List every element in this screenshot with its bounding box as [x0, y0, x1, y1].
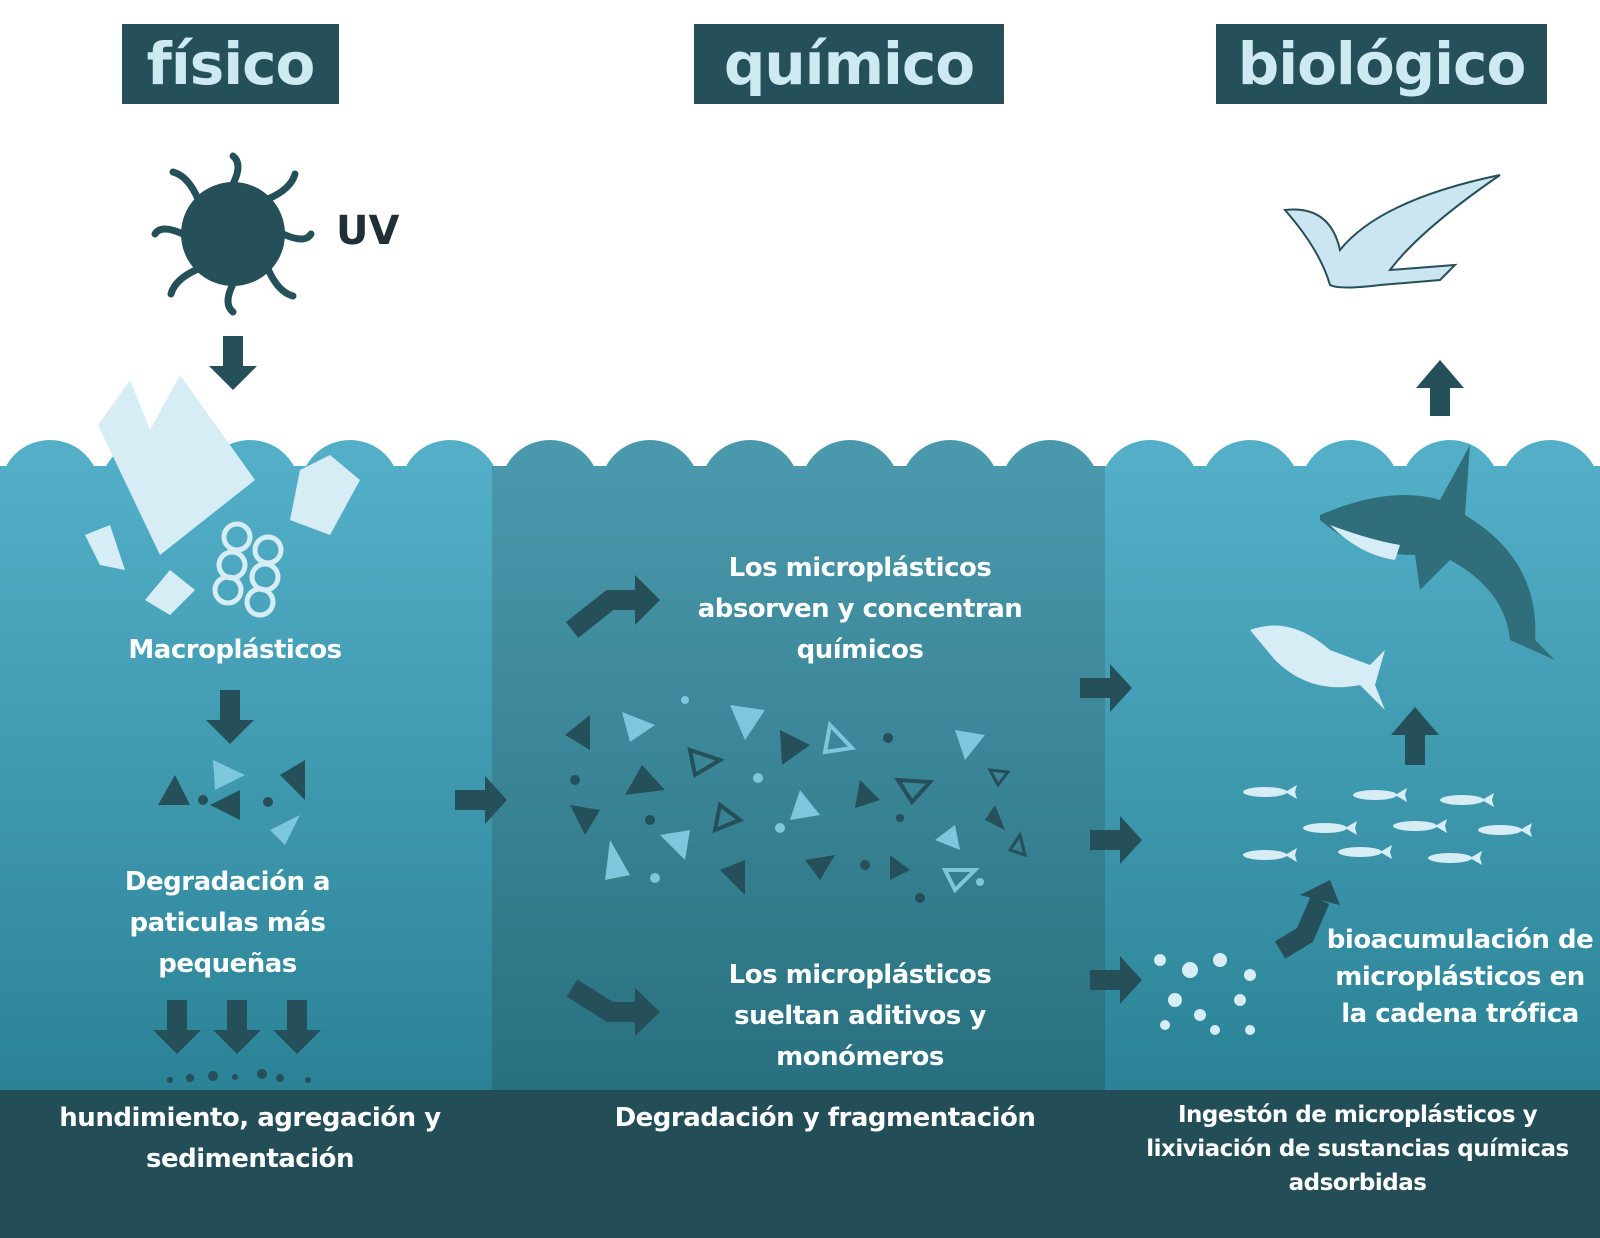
release-additives-label: Los microplásticos sueltan aditivos y mo…	[728, 960, 992, 1072]
uv-label: UV	[336, 208, 400, 254]
plankton-icon	[1154, 953, 1256, 1035]
absorb-chemicals-label: Los microplásticos absorven y concentran…	[697, 553, 1023, 665]
footer-chemical: Degradación y fragmentación	[614, 1103, 1036, 1133]
macroplastics-label: Macroplásticos	[128, 635, 342, 665]
tuna-icon	[1250, 625, 1385, 710]
header-physical: físico	[122, 24, 339, 104]
header-biological: biológico	[1216, 24, 1547, 104]
bottom-band	[0, 1090, 1600, 1238]
sun-icon	[151, 152, 315, 316]
degradation-label: Degradación a paticulas más pequeñas	[124, 867, 331, 979]
header-chemical: químico	[694, 24, 1004, 104]
arrow-up-icon	[1416, 360, 1464, 416]
arrow-up-icon	[1391, 707, 1439, 765]
bent-arrow-up-icon	[565, 590, 635, 638]
footer-biological: Ingestón de microplásticos y lixiviación…	[1146, 1102, 1569, 1196]
arrow-down-icon	[209, 336, 257, 390]
seagull-icon	[1282, 174, 1501, 289]
orca-icon	[1320, 445, 1555, 660]
bioaccumulation-label: bioacumulación de microplásticos en la c…	[1326, 925, 1594, 1029]
sediment-particles	[167, 1069, 311, 1083]
macroplastic-debris-icon	[85, 375, 360, 618]
fragment-particles-left	[158, 760, 305, 845]
footer-physical: hundimiento, agregación y sedimentación	[59, 1103, 441, 1174]
arrow-up-icon	[1274, 896, 1330, 959]
microplastic-particles	[565, 696, 1028, 903]
bent-arrow-down-icon	[566, 979, 635, 1022]
